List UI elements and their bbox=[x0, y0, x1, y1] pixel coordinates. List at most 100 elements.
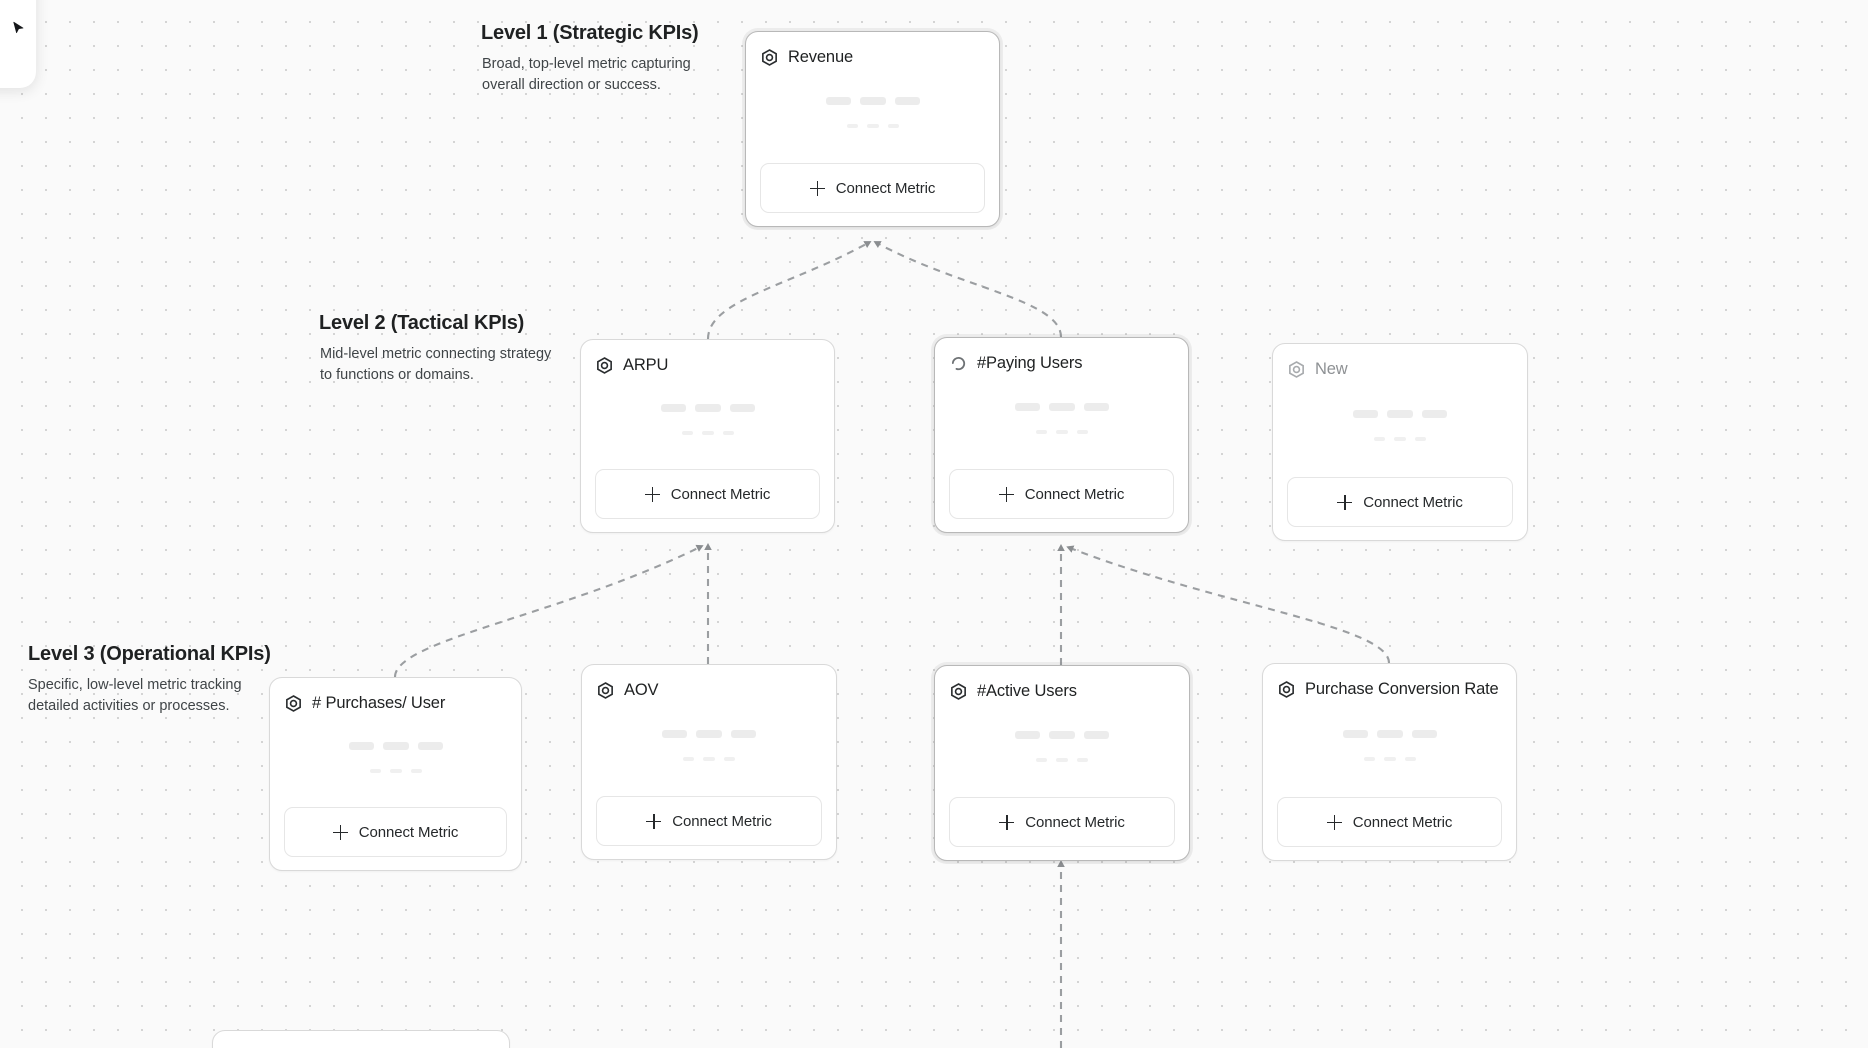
skeleton-bar bbox=[701, 431, 714, 435]
metric-card-title: Revenue bbox=[788, 47, 853, 66]
skeleton-row-primary bbox=[662, 730, 756, 738]
skeleton-bar bbox=[825, 97, 851, 105]
connect-metric-button[interactable]: Connect Metric bbox=[1287, 477, 1513, 527]
level-2-label-group: Level 2 (Tactical KPIs) Mid-level metric… bbox=[319, 312, 559, 386]
hexagon-metric-icon bbox=[949, 682, 968, 701]
connect-metric-label: Connect Metric bbox=[1024, 485, 1125, 503]
metric-card-placeholder-body bbox=[284, 714, 507, 807]
skeleton-bar bbox=[1076, 430, 1088, 434]
metric-card-purchases-per-user[interactable]: # Purchases/ User Connect Metric bbox=[269, 677, 522, 871]
metric-card-title: ARPU bbox=[623, 355, 669, 374]
skeleton-bar bbox=[1394, 437, 1406, 441]
connect-metric-label: Connect Metric bbox=[672, 812, 772, 830]
metric-card-placeholder-body bbox=[595, 376, 820, 469]
connect-metric-button[interactable]: Connect Metric bbox=[595, 469, 820, 519]
skeleton-bar bbox=[1404, 757, 1416, 761]
metric-card-header: Revenue bbox=[760, 46, 985, 68]
skeleton-row-primary bbox=[1015, 731, 1109, 739]
level-1-label-group: Level 1 (Strategic KPIs) Broad, top-leve… bbox=[481, 22, 721, 96]
level-3-title: Level 3 (Operational KPIs) bbox=[28, 643, 271, 665]
metric-card-aov[interactable]: AOV Connect Metric bbox=[581, 664, 837, 860]
skeleton-bar bbox=[1353, 410, 1378, 418]
skeleton-bar bbox=[1383, 757, 1396, 761]
metric-card-arpu[interactable]: ARPU Connect Metric bbox=[580, 339, 835, 533]
edge-conversion-to-paying-users bbox=[1066, 545, 1391, 664]
connect-metric-button[interactable]: Connect Metric bbox=[760, 163, 985, 213]
connect-metric-label: Connect Metric bbox=[835, 179, 936, 197]
metric-card-title: Purchase Conversion Rate bbox=[1305, 679, 1499, 698]
skeleton-bar bbox=[724, 757, 735, 761]
metric-card-purchase-conversion-rate[interactable]: Purchase Conversion Rate Connect Metric bbox=[1262, 663, 1517, 861]
skeleton-bar bbox=[660, 404, 686, 412]
hexagon-metric-icon bbox=[1287, 360, 1306, 379]
skeleton-bar bbox=[410, 769, 422, 773]
metric-card-header: ARPU bbox=[595, 354, 820, 376]
metric-card-placeholder-body bbox=[1287, 380, 1513, 477]
metric-card-new[interactable]: New Connect Metric bbox=[1272, 343, 1528, 541]
connect-metric-button[interactable]: Connect Metric bbox=[949, 469, 1174, 519]
plus-icon bbox=[998, 486, 1014, 502]
metric-card-paying-users[interactable]: #Paying Users Connect Metric bbox=[934, 337, 1189, 533]
skeleton-bar bbox=[417, 742, 443, 750]
skeleton-row-secondary bbox=[681, 431, 734, 435]
skeleton-bar bbox=[859, 97, 886, 105]
hexagon-metric-icon bbox=[596, 681, 615, 700]
edge-arpu-to-revenue bbox=[706, 241, 872, 340]
skeleton-bar bbox=[894, 97, 920, 105]
plus-icon bbox=[644, 486, 660, 502]
skeleton-bar bbox=[662, 730, 687, 738]
cursor-pointer-icon[interactable] bbox=[12, 21, 26, 35]
skeleton-bar bbox=[389, 769, 402, 773]
skeleton-bar bbox=[1015, 731, 1040, 739]
skeleton-bar bbox=[1055, 430, 1068, 434]
skeleton-bar bbox=[696, 730, 722, 738]
level-3-description: Specific, low-level metric tracking deta… bbox=[28, 677, 242, 715]
metric-card-title: #Paying Users bbox=[977, 353, 1083, 372]
metric-card-revenue[interactable]: Revenue Connect Metric bbox=[745, 31, 1000, 227]
connect-metric-button[interactable]: Connect Metric bbox=[284, 807, 507, 857]
skeleton-row-primary bbox=[348, 742, 443, 750]
level-3-label-group: Level 3 (Operational KPIs) Specific, low… bbox=[28, 643, 271, 717]
plus-icon bbox=[646, 813, 662, 829]
skeleton-bar bbox=[729, 404, 755, 412]
metric-card-header: #Active Users bbox=[949, 680, 1175, 702]
connect-metric-label: Connect Metric bbox=[670, 485, 771, 503]
metric-card-header: # Purchases/ User bbox=[284, 692, 507, 714]
skeleton-bar bbox=[1036, 758, 1047, 762]
skeleton-bar bbox=[1411, 730, 1437, 738]
skeleton-bar bbox=[1342, 730, 1368, 738]
plus-icon bbox=[999, 814, 1015, 830]
skeleton-row-secondary bbox=[1374, 437, 1426, 441]
skeleton-bar bbox=[348, 742, 374, 750]
skeleton-bar bbox=[1014, 403, 1040, 411]
connect-metric-button[interactable]: Connect Metric bbox=[1277, 797, 1502, 847]
skeleton-row-primary bbox=[1353, 410, 1447, 418]
connect-metric-label: Connect Metric bbox=[1363, 493, 1463, 511]
skeleton-bar bbox=[694, 404, 721, 412]
metric-card-title: New bbox=[1315, 359, 1348, 378]
connect-metric-button[interactable]: Connect Metric bbox=[596, 796, 822, 846]
floating-toolbar-panel[interactable] bbox=[0, 0, 36, 88]
metric-card-partial-offscreen[interactable] bbox=[212, 1030, 510, 1048]
metric-card-active-users[interactable]: #Active Users Connect Metric bbox=[934, 665, 1190, 861]
connect-metric-label: Connect Metric bbox=[1352, 813, 1453, 831]
skeleton-bar bbox=[681, 431, 693, 435]
metric-card-header: Purchase Conversion Rate bbox=[1277, 678, 1502, 700]
metric-card-placeholder-body bbox=[949, 374, 1174, 469]
plus-icon bbox=[1326, 814, 1342, 830]
level-1-description: Broad, top-level metric capturing overal… bbox=[482, 56, 691, 94]
hexagon-metric-icon bbox=[760, 48, 779, 67]
edge-paying-users-to-revenue bbox=[873, 241, 1063, 338]
skeleton-bar bbox=[1422, 410, 1447, 418]
connect-metric-button[interactable]: Connect Metric bbox=[949, 797, 1175, 847]
plus-icon bbox=[332, 824, 348, 840]
skeleton-row-primary bbox=[825, 97, 920, 105]
skeleton-bar bbox=[731, 730, 756, 738]
skeleton-bar bbox=[1415, 437, 1426, 441]
skeleton-row-secondary bbox=[1036, 758, 1088, 762]
level-2-description: Mid-level metric connecting strategy to … bbox=[320, 346, 552, 384]
skeleton-bar bbox=[846, 124, 858, 128]
connect-metric-label: Connect Metric bbox=[1025, 813, 1125, 831]
metric-card-title: # Purchases/ User bbox=[312, 693, 446, 712]
